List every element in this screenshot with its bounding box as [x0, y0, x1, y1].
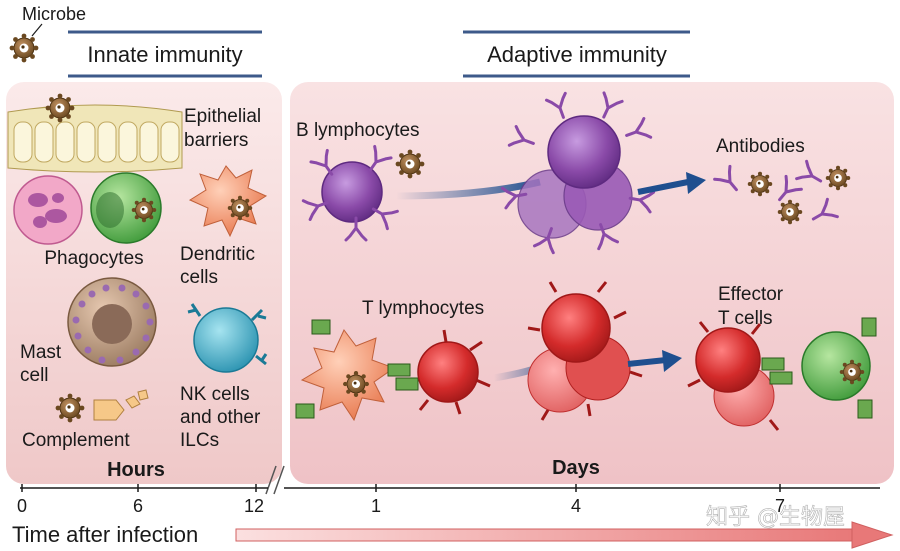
effector-label-1: Effector: [718, 284, 784, 305]
b-lymphocytes-label: B lymphocytes: [296, 120, 420, 141]
innate-header: Innate immunity: [68, 30, 262, 78]
t-lymphocytes-label: T lymphocytes: [362, 298, 484, 319]
adaptive-header-text: Adaptive immunity: [487, 42, 667, 67]
mast-label-2: cell: [20, 365, 49, 386]
effector-label-2: T cells: [718, 308, 773, 329]
epithelial-label-2: barriers: [184, 130, 248, 151]
tick-label-7: 7: [775, 496, 785, 516]
hours-label: Hours: [107, 459, 165, 481]
t-lymphocyte-icon: [417, 329, 491, 415]
time-after-infection-label: Time after infection: [12, 522, 198, 547]
tcr-mhc-complex-icon: [387, 363, 419, 391]
innate-header-text: Innate immunity: [87, 42, 242, 67]
infected-target-cell-icon: [801, 317, 877, 419]
time-arrow-icon: [235, 521, 894, 549]
effector-t-cell-icon: [687, 321, 793, 431]
dendritic-cell-icon: [188, 165, 268, 238]
dendritic-label-1: Dendritic: [180, 244, 255, 265]
complement-icon: [55, 389, 149, 423]
nk-label-1: NK cells: [180, 384, 250, 405]
adaptive-header: Adaptive immunity: [463, 30, 690, 78]
watermark-label: 知乎 @生物屋: [706, 505, 845, 530]
b-cell-microbe-icon: [395, 149, 425, 179]
epithelial-barrier-icon: [7, 93, 183, 173]
antibodies-label: Antibodies: [716, 136, 805, 157]
nk-cell-icon: [187, 303, 268, 373]
complement-label: Complement: [22, 430, 130, 451]
nk-label-2: and other: [180, 407, 261, 428]
timeline-axis: [20, 484, 880, 492]
b-lymphocyte-icon: [301, 144, 399, 242]
days-label: Days: [552, 457, 600, 479]
tick-label-6: 6: [133, 496, 143, 516]
antibody-arrow-head: [686, 172, 706, 194]
mast-label-1: Mast: [20, 342, 62, 363]
t-cell-clones-icon: [527, 281, 643, 421]
microbe-icon: [9, 33, 39, 63]
nk-label-3: ILCs: [180, 430, 219, 451]
phagocytes-label: Phagocytes: [44, 248, 143, 269]
phagocyte-neutrophil-icon: [13, 175, 83, 245]
microbe-label: Microbe: [22, 4, 86, 24]
axis-break-icon: [265, 465, 285, 495]
dendritic-label-2: cells: [180, 267, 218, 288]
phagocyte-macrophage-icon: [90, 172, 162, 244]
tick-label-4: 4: [571, 496, 581, 516]
tick-label-12: 12: [244, 496, 264, 516]
tick-label-1: 1: [371, 496, 381, 516]
mast-cell-icon: [67, 277, 157, 367]
epithelial-label-1: Epithelial: [184, 106, 261, 127]
effector-arrow-head: [662, 350, 682, 372]
tick-label-0: 0: [17, 496, 27, 516]
b-cell-clones-icon: [500, 91, 656, 255]
antigen-presenting-cell-icon: [295, 319, 396, 422]
